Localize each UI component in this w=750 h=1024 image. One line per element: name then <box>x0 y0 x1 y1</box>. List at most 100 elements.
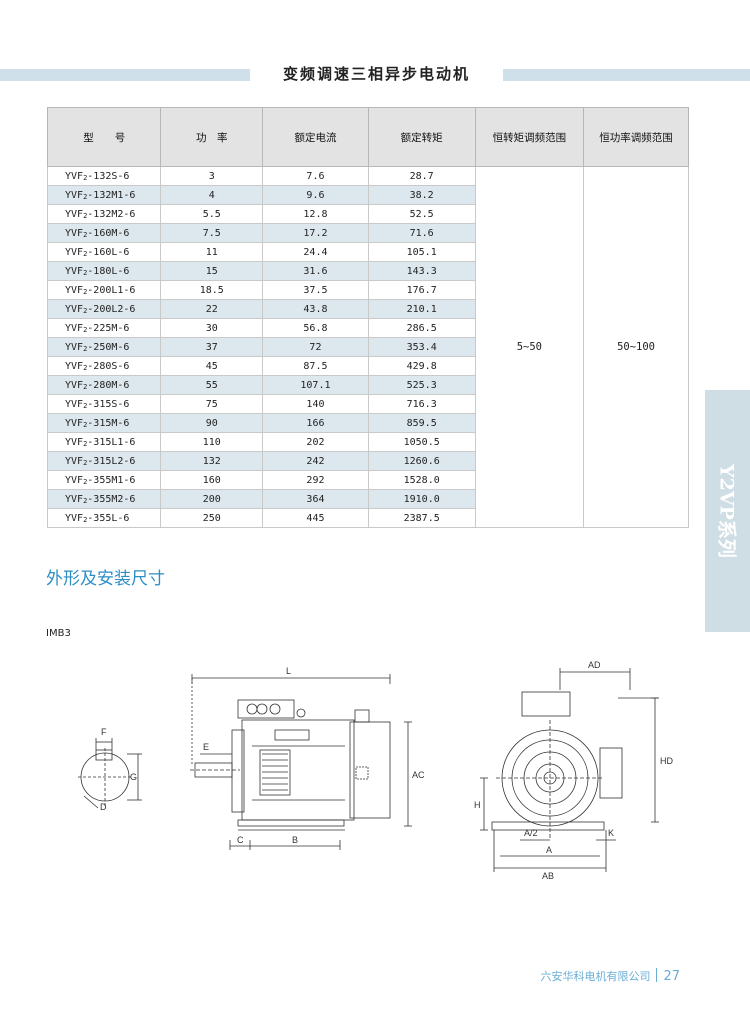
cell-current: 140 <box>262 394 369 414</box>
dim-D: D <box>100 802 107 812</box>
model-subscript: 2 <box>83 325 88 334</box>
header-bar-left <box>0 69 250 81</box>
dim-F: F <box>101 727 107 737</box>
cell-torque: 859.5 <box>367 413 476 433</box>
cell-power: 22 <box>160 299 264 319</box>
model-suffix: -280M-6 <box>87 379 130 391</box>
cell-current: 364 <box>262 489 369 509</box>
model-subscript: 2 <box>83 515 88 524</box>
cell-current: 7.6 <box>262 166 369 186</box>
model-subscript: 2 <box>83 192 88 201</box>
cell-model: YVF2-132M2-6 <box>46 204 162 224</box>
header-bar-right <box>503 69 750 81</box>
dim-G: G <box>130 772 137 782</box>
model-prefix: YVF <box>65 493 84 505</box>
mount-type-label: IMB3 <box>46 628 71 639</box>
page-number: 27 <box>663 969 680 984</box>
model-suffix: -200L2-6 <box>87 303 136 315</box>
cell-current: 107.1 <box>262 375 369 395</box>
dim-L: L <box>286 666 291 676</box>
cell-power: 75 <box>160 394 264 414</box>
model-prefix: YVF <box>65 512 84 524</box>
cell-torque: 38.2 <box>367 185 476 205</box>
model-subscript: 2 <box>83 496 88 505</box>
model-prefix: YVF <box>65 474 84 486</box>
section-title: 外形及安装尺寸 <box>46 569 165 589</box>
page-footer: 六安华科电机有限公司 27 <box>540 968 680 984</box>
model-suffix: -280S-6 <box>87 360 130 372</box>
col-const-power: 恒功率调频范围 <box>583 107 689 167</box>
model-suffix: -315L1-6 <box>87 436 136 448</box>
col-torque: 额定转矩 <box>367 107 476 167</box>
model-suffix: -132S-6 <box>87 170 130 182</box>
cell-current: 17.2 <box>262 223 369 243</box>
model-subscript: 2 <box>83 344 88 353</box>
cell-power: 250 <box>160 508 264 528</box>
dim-AB: AB <box>542 871 554 881</box>
shaft-section-view <box>78 738 142 809</box>
cell-current: 242 <box>262 451 369 471</box>
cell-torque: 105.1 <box>367 242 476 262</box>
model-subscript: 2 <box>83 268 88 277</box>
spec-table: 型 号 功 率 额定电流 额定转矩 恒转矩调频范围 恒功率调频范围 YVF2-1… <box>46 107 689 528</box>
cell-torque: 286.5 <box>367 318 476 338</box>
cell-torque: 525.3 <box>367 375 476 395</box>
model-prefix: YVF <box>65 398 84 410</box>
dim-AD: AD <box>588 660 601 670</box>
motor-front-view <box>480 668 659 872</box>
motor-side-view <box>190 674 412 850</box>
model-suffix: -160M-6 <box>87 227 130 239</box>
cell-power: 5.5 <box>160 204 264 224</box>
cell-model: YVF2-355M2-6 <box>46 489 162 509</box>
col-model: 型 号 <box>46 107 162 167</box>
model-prefix: YVF <box>65 379 84 391</box>
company-name: 六安华科电机有限公司 <box>540 970 651 983</box>
cell-current: 202 <box>262 432 369 452</box>
model-suffix: -250M-6 <box>87 341 130 353</box>
dim-C: C <box>237 835 244 845</box>
cell-current: 9.6 <box>262 185 369 205</box>
cell-model: YVF2-315S-6 <box>46 394 162 414</box>
cell-model: YVF2-200L2-6 <box>46 299 162 319</box>
dim-HD: HD <box>660 756 673 766</box>
model-prefix: YVF <box>65 303 84 315</box>
model-prefix: YVF <box>65 246 84 258</box>
model-subscript: 2 <box>83 401 88 410</box>
cell-model: YVF2-280S-6 <box>46 356 162 376</box>
model-prefix: YVF <box>65 227 84 239</box>
cell-torque: 429.8 <box>367 356 476 376</box>
cell-model: YVF2-180L-6 <box>46 261 162 281</box>
cell-model: YVF2-250M-6 <box>46 337 162 357</box>
cell-power: 45 <box>160 356 264 376</box>
cell-torque: 28.7 <box>367 166 476 186</box>
col-power: 功 率 <box>160 107 264 167</box>
cell-current: 31.6 <box>262 261 369 281</box>
model-subscript: 2 <box>83 287 88 296</box>
cell-power: 90 <box>160 413 264 433</box>
cell-power: 160 <box>160 470 264 490</box>
cell-current: 292 <box>262 470 369 490</box>
cell-model: YVF2-315M-6 <box>46 413 162 433</box>
cell-model: YVF2-132S-6 <box>46 166 162 186</box>
dim-A: A <box>546 845 552 855</box>
cell-torque: 71.6 <box>367 223 476 243</box>
cell-current: 72 <box>262 337 369 357</box>
cell-model: YVF2-160M-6 <box>46 223 162 243</box>
cell-power: 37 <box>160 337 264 357</box>
cell-model: YVF2-355M1-6 <box>46 470 162 490</box>
cell-torque: 353.4 <box>367 337 476 357</box>
dimension-drawing: L E C B AC F G D AD HD H A/2 A AB K <box>78 660 673 881</box>
page-title: 变频调速三相异步电动机 <box>282 65 470 83</box>
model-prefix: YVF <box>65 360 84 372</box>
model-subscript: 2 <box>83 420 88 429</box>
cell-torque: 1260.6 <box>367 451 476 471</box>
cell-model: YVF2-160L-6 <box>46 242 162 262</box>
